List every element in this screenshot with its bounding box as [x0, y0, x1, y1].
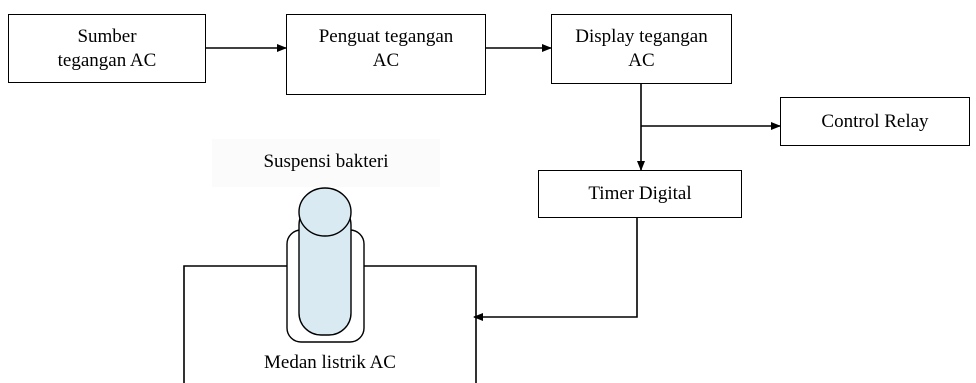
block-timer: Timer Digital — [538, 170, 742, 218]
block-relay: Control Relay — [780, 97, 970, 146]
display-line-2: AC — [628, 50, 655, 71]
block-source: Sumber tegangan AC — [8, 14, 206, 83]
field-label: Medan listrik AC — [264, 352, 396, 373]
timer-label: Timer Digital — [588, 183, 692, 204]
amplifier-line-2: AC — [372, 50, 400, 71]
amplifier-line-1: Penguat tegangan — [318, 26, 454, 47]
test-tube-opening — [298, 187, 352, 237]
source-line-2: tegangan AC — [57, 49, 157, 71]
display-line-1: Display tegangan — [575, 26, 708, 47]
suspension-label-background — [212, 139, 440, 187]
relay-label: Control Relay — [821, 110, 929, 132]
block-display: Display tegangan AC — [551, 14, 732, 84]
source-line-1: Sumber — [77, 25, 137, 47]
suspension-label: Suspensi bakteri — [263, 151, 389, 172]
block-amplifier: Penguat tegangan AC — [286, 14, 486, 95]
arrow-timer-to-chamber — [473, 218, 638, 321]
